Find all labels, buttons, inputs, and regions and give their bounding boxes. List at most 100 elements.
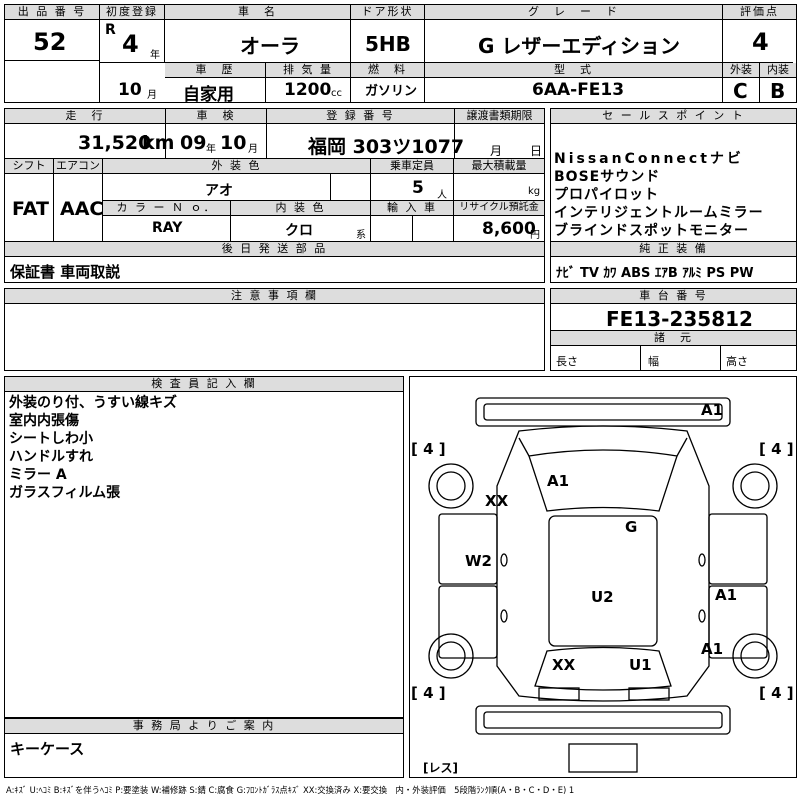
transfer-month-unit: 月 (490, 144, 503, 158)
ac: AAC (60, 198, 104, 220)
sales-point-list: NissanConnectナビ BOSEサウンド プロパイロット インテリジェン… (554, 150, 764, 240)
sales-point-item: NissanConnectナビ (554, 151, 744, 167)
inspection-month: 10 (220, 132, 247, 154)
equipment: ﾅﾋﾞ TV ｶﾜ ABS ｴｱB ｱﾙﾐ PS PW (556, 266, 754, 281)
load-unit: kg (528, 186, 541, 197)
color-label: 外 装 色 (103, 159, 370, 174)
sales-point-item: ブラインドスポットモニター (554, 223, 749, 239)
mileage: 31,520 (78, 132, 152, 154)
model-label: 型 式 (425, 63, 722, 78)
car-diagram: A1 A1 XX G W2 U2 A1 XX U1 A1 [ 4 ] [ 4 ]… (411, 397, 794, 775)
color-no: RAY (152, 220, 183, 236)
grade: G レザーエディション (478, 34, 680, 58)
mileage-unit: km (142, 132, 175, 154)
model: 6AA-FE13 (532, 80, 625, 100)
score: 4 (752, 28, 769, 56)
inspector-note: ミラー A (9, 467, 67, 483)
inspection-year: 09 (180, 132, 207, 154)
inspector-note: ハンドルすれ (9, 449, 93, 465)
transfer-day-unit: 日 (530, 144, 543, 158)
first-reg-label: 初度登録 (100, 5, 164, 20)
height-label: 高さ (726, 355, 748, 368)
capacity: 5 (412, 178, 424, 198)
transfer-label: 譲渡書類期限 (455, 109, 544, 124)
plate: 福岡 303ツ1077 (308, 136, 465, 158)
color: アオ (205, 183, 233, 199)
legend: A:ｷｽﾞ U:ﾍｺﾐ B:ｷｽﾞを伴うﾍｺﾐ P:要塗装 W:補修跡 S:錆 … (6, 785, 575, 795)
score-label: 評価点 (723, 5, 796, 20)
interior-label: 内 装 色 (231, 201, 370, 216)
mileage-label: 走 行 (5, 109, 165, 124)
tire-depth: [ 4 ] (759, 440, 794, 458)
later-parts: 保証書 車両取説 (10, 263, 121, 281)
month-unit: 月 (147, 90, 157, 101)
ac-label: エアコン (54, 159, 102, 174)
inspection-label: 車 検 (166, 109, 266, 124)
recycle: 8,600 (482, 219, 536, 239)
capacity-label: 乗車定員 (371, 159, 453, 174)
damage-mark: G (625, 518, 637, 536)
ext-grade: C (733, 79, 748, 103)
sales-point-item: プロパイロット (554, 187, 659, 203)
office-label: 事 務 局 よ り ご 案 内 (5, 719, 403, 734)
int-grade-label: 内装 (760, 63, 796, 78)
inspector-label: 検 査 員 記 入 欄 (5, 377, 403, 392)
car-name: オーラ (240, 34, 300, 58)
tire-depth: [ 4 ] (759, 684, 794, 702)
recycle-label: リサイクル預託金 (454, 201, 544, 216)
grade-label: グ レ ー ド (425, 5, 722, 20)
interior-unit: 系 (356, 230, 366, 241)
interior: クロ (285, 223, 313, 239)
door-label: ドア形状 (351, 5, 424, 20)
damage-mark: U2 (591, 588, 614, 606)
chassis-label: 車 台 番 号 (551, 289, 796, 304)
displacement-label: 排 気 量 (266, 63, 350, 78)
era: R (105, 22, 116, 38)
spec-label: 諸 元 (551, 331, 796, 346)
fuel: ガソリン (365, 84, 418, 99)
shift-label: シフト (5, 159, 53, 174)
capacity-unit: 人 (437, 190, 447, 201)
history: 自家用 (183, 85, 234, 105)
year-unit: 年 (150, 50, 160, 61)
int-grade: B (770, 79, 786, 103)
length-label: 長さ (556, 355, 578, 368)
equipment-label: 純 正 装 備 (551, 242, 796, 257)
first-reg-year: 4 (122, 30, 139, 58)
later-parts-label: 後 日 発 送 部 品 (5, 242, 544, 257)
inspector-note: ガラスフィルム張 (9, 485, 121, 501)
shift: FAT (12, 198, 49, 220)
top-info-block (4, 4, 797, 103)
recycle-unit: 円 (530, 230, 540, 241)
load-label: 最大積載量 (454, 159, 544, 174)
sales-point-item: BOSEサウンド (554, 169, 661, 185)
tire-depth: [ 4 ] (411, 440, 446, 458)
displacement: 1200 (284, 80, 332, 100)
notes-label: 注 意 事 項 欄 (5, 289, 544, 304)
lot-label: 出 品 番 号 (5, 5, 99, 20)
first-reg-month: 10 (118, 80, 142, 100)
car-diagram-block (409, 376, 797, 778)
inspection-month-unit: 月 (248, 144, 258, 155)
color-no-label: カ ラ ー Ｎ ｏ． (103, 201, 230, 216)
inspector-note: 室内内張傷 (9, 413, 79, 429)
width-label: 幅 (648, 355, 659, 368)
damage-mark: A1 (715, 586, 737, 604)
displacement-unit: cc (331, 88, 342, 99)
import-label: 輸 入 車 (371, 201, 453, 216)
lot-number: 52 (33, 28, 67, 56)
damage-mark: A1 (701, 401, 723, 419)
spare-tire: [レス] (423, 761, 458, 775)
inspector-block (4, 376, 404, 718)
inspector-note: シートしわ小 (9, 431, 93, 447)
ext-grade-label: 外装 (723, 63, 759, 78)
damage-mark: W2 (465, 552, 492, 570)
tire-depth: [ 4 ] (411, 684, 446, 702)
damage-mark: A1 (701, 640, 723, 658)
damage-mark: U1 (629, 656, 652, 674)
damage-mark: A1 (547, 472, 569, 490)
door-type: 5HB (365, 32, 411, 56)
sales-point-item: インテリジェントルームミラー (554, 205, 764, 221)
office-text: キーケース (10, 740, 85, 758)
car-name-label: 車 名 (165, 5, 350, 20)
